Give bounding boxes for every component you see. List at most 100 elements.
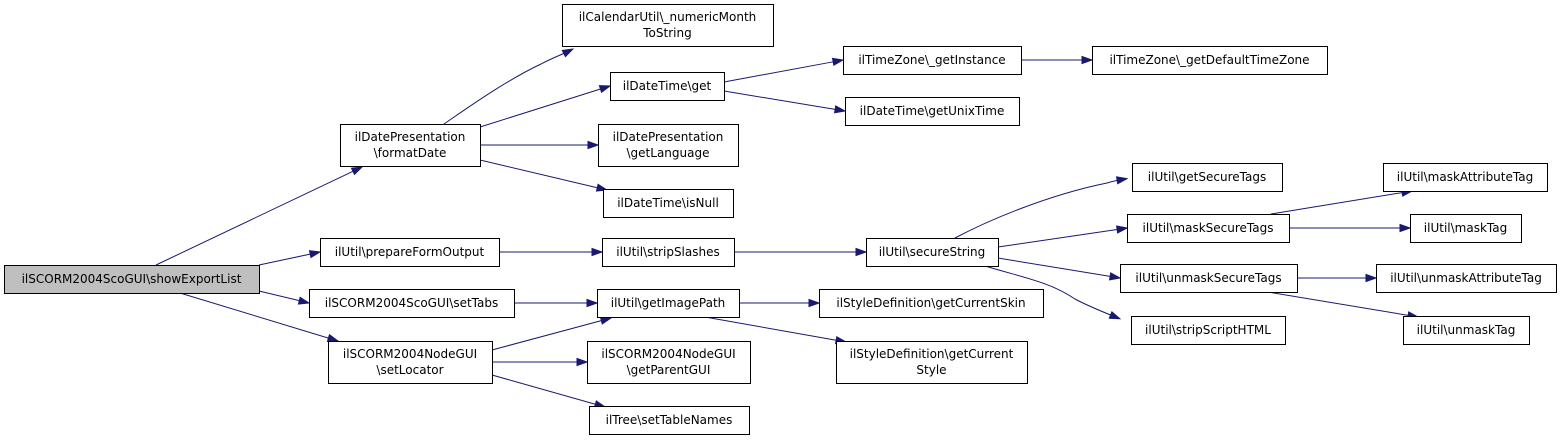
edge-line xyxy=(1270,192,1403,215)
edge-fmtdate-to-calmonth xyxy=(443,48,575,125)
edge-masksec-to-masktag xyxy=(1289,223,1412,233)
edge-securestr-to-stripscript xyxy=(984,265,1122,320)
node-box xyxy=(1131,316,1286,345)
node-label: \setLocator xyxy=(376,363,443,377)
arrow-head xyxy=(587,140,600,150)
edge-stripslashes-to-securestr xyxy=(734,247,868,257)
node-label: \getLanguage xyxy=(627,146,710,160)
node-label: ToString xyxy=(642,26,691,40)
node-securestr[interactable]: ilUtil\secureString xyxy=(866,238,999,267)
node-parentgui[interactable]: ilSCORM2004NodeGUI\getParentGUI xyxy=(587,341,751,384)
node-box xyxy=(597,289,740,318)
node-root[interactable]: ilSCORM2004ScoGUI\showExportList xyxy=(4,265,260,294)
node-curskin[interactable]: ilStyleDefinition\getCurrentSkin xyxy=(819,289,1044,318)
node-label: ilUtil\maskTag xyxy=(1424,221,1507,235)
edge-line xyxy=(723,90,836,110)
node-box xyxy=(1383,163,1548,192)
node-box xyxy=(598,124,739,167)
node-label: Style xyxy=(916,363,946,377)
nodes-layer: ilSCORM2004ScoGUI\showExportList ilDatePr… xyxy=(4,4,1557,435)
node-label: ilUtil\unmaskAttributeTag xyxy=(1390,271,1542,285)
node-label: ilUtil\secureString xyxy=(879,245,986,259)
edge-fmtdate-to-isnull xyxy=(479,159,609,192)
node-unixtime[interactable]: ilDateTime\getUnixTime xyxy=(845,97,1020,126)
edge-masksec-to-maskattr xyxy=(1270,188,1414,215)
node-box xyxy=(602,238,735,267)
node-label: ilStyleDefinition\getCurrent xyxy=(850,347,1014,361)
arrow-head xyxy=(1399,223,1412,233)
node-box xyxy=(4,265,260,294)
node-stripslashes[interactable]: ilUtil\stripSlashes xyxy=(602,238,735,267)
node-label: ilDateTime\isNull xyxy=(617,196,719,210)
arrow-head xyxy=(1115,176,1129,185)
node-label: ilUtil\unmaskTag xyxy=(1417,323,1516,337)
edge-line xyxy=(258,253,311,266)
arrow-head xyxy=(350,166,364,176)
node-label: ilSCORM2004NodeGUI xyxy=(343,347,477,361)
edge-unmasksec-to-unmaskattr xyxy=(1297,273,1378,283)
node-box xyxy=(562,4,774,47)
edge-line xyxy=(704,316,837,341)
node-masktag[interactable]: ilUtil\maskTag xyxy=(1410,214,1522,243)
edge-securestr-to-unmasksec xyxy=(997,257,1122,281)
node-maskattr[interactable]: ilUtil\maskAttributeTag xyxy=(1383,163,1548,192)
arrow-head xyxy=(808,298,821,308)
node-unmaskattr[interactable]: ilUtil\unmaskAttributeTag xyxy=(1376,264,1557,293)
edge-prepform-to-stripslashes xyxy=(499,247,604,257)
edge-line xyxy=(179,292,329,339)
node-box xyxy=(819,289,1044,318)
node-isnull[interactable]: ilDateTime\isNull xyxy=(603,189,734,218)
node-label: ilDateTime\get xyxy=(623,79,712,93)
node-box xyxy=(1132,163,1283,192)
edge-root-to-prepform xyxy=(258,250,322,266)
node-stripscript[interactable]: ilUtil\stripScriptHTML xyxy=(1131,316,1286,345)
arrow-head xyxy=(586,298,599,308)
node-unmasksec[interactable]: ilUtil\unmaskSecureTags xyxy=(1120,264,1298,293)
node-box xyxy=(603,189,734,218)
node-box xyxy=(340,124,481,167)
node-box xyxy=(843,46,1022,75)
edge-setloc-to-getimgpath xyxy=(491,316,613,351)
node-settabs[interactable]: ilSCORM2004ScoGUI\setTabs xyxy=(309,289,515,318)
edge-getimgpath-to-curstyle xyxy=(704,316,848,345)
node-box xyxy=(589,406,750,435)
node-getimgpath[interactable]: ilUtil\getImagePath xyxy=(597,289,740,318)
node-tablenames[interactable]: ilTree\setTableNames xyxy=(589,406,750,435)
node-setloc[interactable]: ilSCORM2004NodeGUI \setLocator xyxy=(328,341,493,384)
node-box xyxy=(1092,46,1328,75)
node-label: ilUtil\prepareFormOutput xyxy=(335,245,485,259)
arrow-head xyxy=(576,357,589,367)
arrow-head xyxy=(1365,273,1378,283)
node-label: ilUtil\stripScriptHTML xyxy=(1145,323,1271,337)
node-label: ilUtil\getSecureTags xyxy=(1148,170,1266,184)
edge-tzinst-to-deftz xyxy=(1021,55,1094,65)
node-getlang[interactable]: ilDatePresentation\getLanguage xyxy=(598,124,739,167)
edge-line xyxy=(954,178,1126,239)
node-label: ilTimeZone\_getDefaultTimeZone xyxy=(1109,53,1309,67)
node-masksec[interactable]: ilUtil\maskSecureTags xyxy=(1127,214,1290,243)
node-label: ilDateTime\getUnixTime xyxy=(860,104,1005,118)
arrow-head xyxy=(599,316,613,325)
node-label: ilStyleDefinition\getCurrentSkin xyxy=(836,296,1025,310)
node-getsectags[interactable]: ilUtil\getSecureTags xyxy=(1132,163,1283,192)
edge-line xyxy=(997,228,1118,248)
edge-dtget-to-tzinst xyxy=(723,57,845,83)
node-unmasktag[interactable]: ilUtil\unmaskTag xyxy=(1403,316,1530,345)
edge-line xyxy=(491,320,602,351)
node-label: ilTimeZone\_getInstance xyxy=(858,53,1005,67)
node-fmtdate[interactable]: ilDatePresentation\formatDate xyxy=(340,124,481,167)
arrow-head xyxy=(1108,310,1122,320)
node-tzinst[interactable]: ilTimeZone\_getInstance xyxy=(843,46,1022,75)
node-deftz[interactable]: ilTimeZone\_getDefaultTimeZone xyxy=(1092,46,1328,75)
node-dtget[interactable]: ilDateTime\get xyxy=(610,72,725,101)
node-box xyxy=(587,341,751,384)
arrow-head xyxy=(598,85,612,94)
node-prepform[interactable]: ilUtil\prepareFormOutput xyxy=(320,238,500,267)
node-box xyxy=(1410,214,1522,243)
edge-line xyxy=(997,257,1111,277)
edge-fmtdate-to-dtget xyxy=(479,85,612,128)
node-box xyxy=(309,289,515,318)
